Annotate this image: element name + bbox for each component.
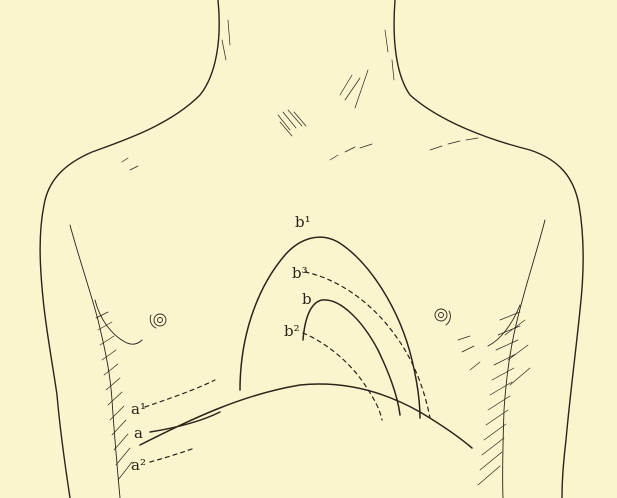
- label-b: b: [302, 290, 312, 308]
- label-a1: a¹: [131, 400, 146, 418]
- label-a: a: [134, 424, 143, 442]
- label-b3: b³: [292, 264, 308, 282]
- label-b2: b²: [284, 322, 300, 340]
- label-a2: a²: [131, 456, 146, 474]
- label-b1: b¹: [295, 213, 311, 231]
